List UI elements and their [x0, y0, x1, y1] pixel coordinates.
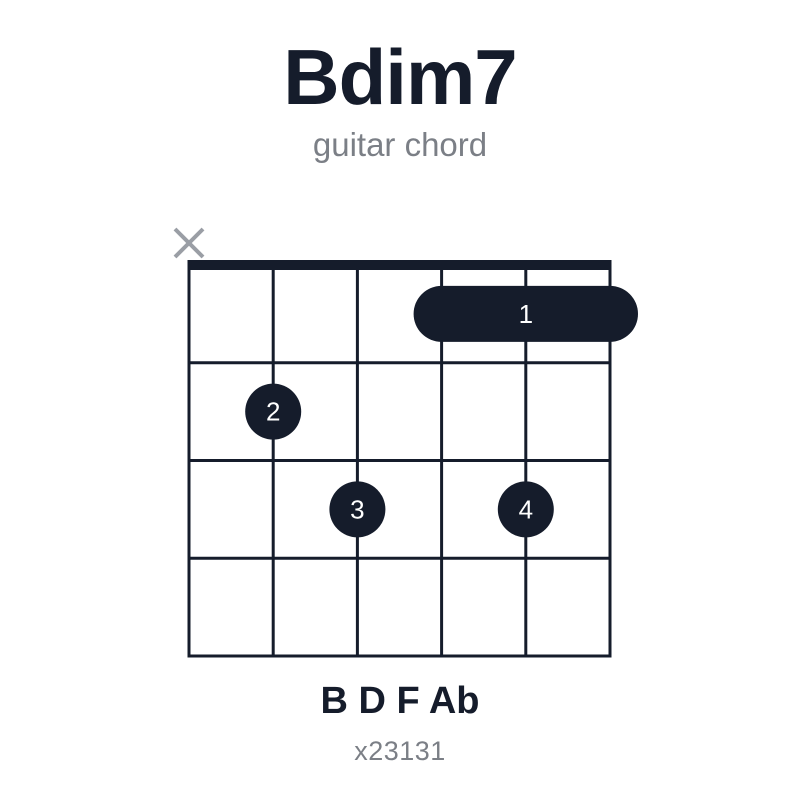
- finger-dot: [329, 481, 386, 538]
- chord-title: Bdim7: [283, 33, 517, 121]
- chord-fingering: x23131: [354, 736, 446, 766]
- muted-string-icon: [173, 227, 205, 259]
- chord-subtitle: guitar chord: [312, 126, 488, 163]
- finger-label: 3: [350, 494, 364, 524]
- barre-finger-label: 1: [519, 299, 533, 329]
- chord-notes: B D F Ab: [320, 680, 480, 722]
- nut: [187, 260, 612, 270]
- finger-dot: [245, 383, 302, 440]
- finger-dot: [497, 481, 554, 538]
- barre: [413, 285, 638, 342]
- finger-label: 4: [519, 494, 533, 524]
- finger-label: 2: [266, 397, 280, 427]
